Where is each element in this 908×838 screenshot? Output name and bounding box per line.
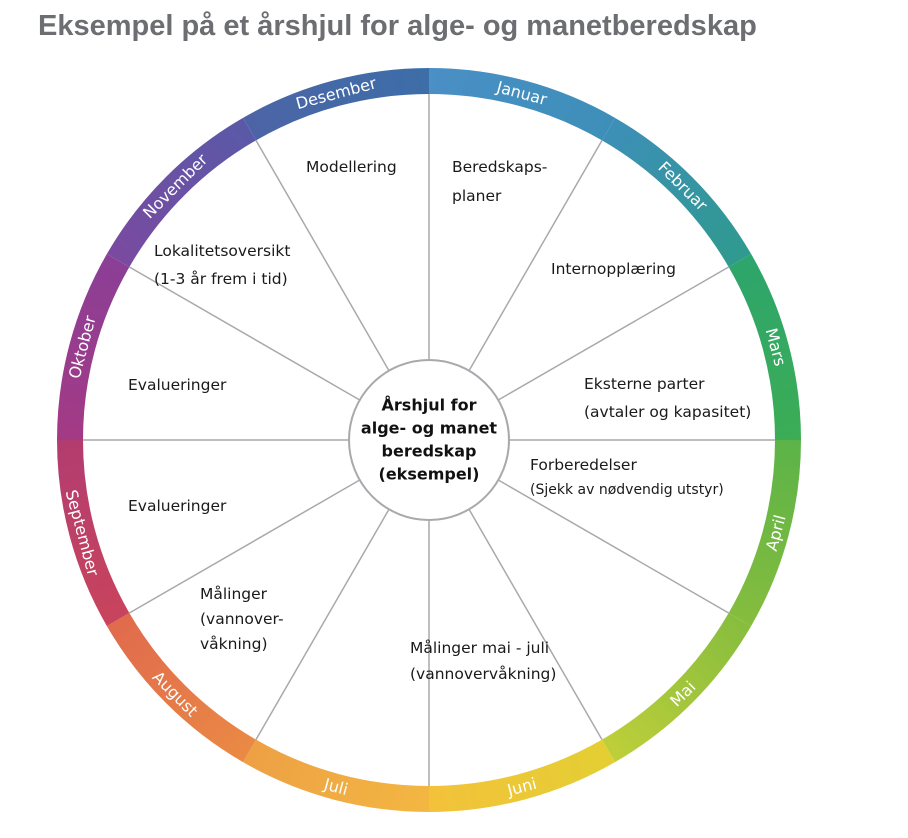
activity-label-evalueringer-oktober: Evalueringer: [128, 376, 227, 394]
divider-line: [468, 139, 603, 372]
month-segment-juli: [243, 739, 429, 812]
month-segment-april: [728, 440, 801, 626]
center-label-line: beredskap: [382, 442, 477, 461]
month-segment-januar: [429, 68, 615, 141]
divider-line: [468, 508, 603, 741]
month-segment-august: [106, 613, 256, 763]
activity-label-line: Lokalitetsoversikt: [154, 242, 290, 260]
activity-label-lokalitetsoversikt: Lokalitetsoversikt (1-3 år frem i tid): [154, 242, 290, 288]
divider-line: [255, 139, 390, 372]
activity-label-line: Evalueringer: [128, 376, 227, 394]
activity-label-beredskapsplaner: Beredskaps-planer: [452, 158, 547, 205]
month-segment-desember: [243, 68, 429, 141]
activity-label-line: (avtaler og kapasitet): [584, 403, 751, 421]
center-label-line: (eksempel): [379, 465, 480, 484]
activity-label-evalueringer-september: Evalueringer: [128, 497, 227, 515]
activity-label-line: (Sjekk av nødvendig utstyr): [530, 482, 724, 498]
divider-line: [128, 479, 361, 614]
divider-line: [128, 266, 361, 401]
month-segment-oktober: [57, 254, 130, 440]
month-segment-november: [106, 117, 256, 267]
month-segment-september: [57, 440, 130, 626]
activity-label-malinger-vannovervakning: Målinger (vannover-våkning): [200, 585, 284, 653]
activity-label-eksterne-parter: Eksterne parter (avtaler og kapasitet): [584, 375, 751, 421]
month-segment-juni: [429, 739, 615, 812]
activity-label-line: (1-3 år frem i tid): [154, 270, 288, 288]
activity-label-line: Modellering: [306, 158, 397, 176]
month-segment-mars: [728, 254, 801, 440]
divider-line: [497, 266, 730, 401]
divider-line: [497, 479, 730, 614]
activity-label-internopplaering: Internopplæring: [551, 260, 676, 278]
activity-label-line: Beredskaps-: [452, 158, 547, 176]
activity-label-line: Målinger: [200, 585, 268, 603]
activity-label-line: Evalueringer: [128, 497, 227, 515]
activity-label-malinger-mai-juli: Målinger mai - juli (vannovervåkning): [410, 639, 556, 683]
activity-label-line: (vannovervåkning): [410, 665, 556, 683]
activity-label-line: våkning): [200, 635, 268, 653]
activity-label-line: (vannover-: [200, 610, 284, 628]
month-segment-mai: [602, 613, 752, 763]
activity-label-forberedelser: Forberedelser (Sjekk av nødvendig utstyr): [530, 456, 724, 498]
page-title: Eksempel på et årshjul for alge- og mane…: [38, 10, 757, 42]
activity-label-line: Forberedelser: [530, 456, 637, 474]
center-label-line: alge- og manet: [361, 419, 498, 438]
activity-label-modellering: Modellering: [306, 158, 397, 176]
center-circle: [348, 359, 510, 521]
month-segment-februar: [602, 117, 752, 267]
activity-label-line: planer: [452, 187, 502, 205]
divider-line: [255, 508, 390, 741]
activity-label-line: Målinger mai - juli: [410, 639, 549, 657]
center-label-line: Årshjul for: [382, 396, 477, 415]
activity-label-line: Internopplæring: [551, 260, 676, 278]
center-label: Årshjul for alge- og manet beredskap (eksem…: [361, 396, 498, 484]
segment-dividers: [83, 94, 775, 786]
activity-label-line: Eksterne parter: [584, 375, 705, 393]
